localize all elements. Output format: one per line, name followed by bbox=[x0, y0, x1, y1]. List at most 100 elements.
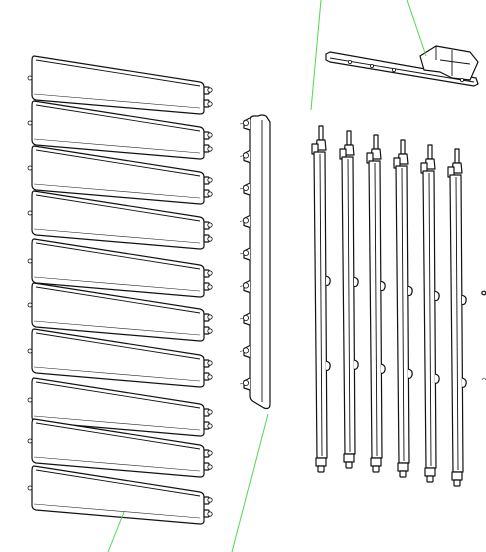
louver-blade bbox=[27, 238, 213, 298]
linkage-pin-head bbox=[242, 152, 249, 159]
rod-top-post bbox=[454, 148, 460, 164]
rod-mid-clip-upper bbox=[461, 294, 467, 306]
linkage-pin-head bbox=[242, 282, 249, 289]
blade-panel bbox=[31, 238, 205, 298]
rod-mid-clip-upper bbox=[325, 275, 331, 286]
rod-bottom-foot bbox=[345, 461, 353, 469]
rod-bottom-foot bbox=[317, 465, 325, 473]
blade-left-pivot bbox=[27, 485, 33, 491]
vertical-rod bbox=[366, 134, 386, 473]
blade-bottom-edge bbox=[33, 276, 201, 292]
blade-bottom-edge bbox=[33, 228, 201, 244]
vertical-rod bbox=[393, 139, 413, 478]
rod-top-post bbox=[400, 139, 406, 155]
rod-bottom-foot bbox=[399, 470, 407, 478]
linkage-pin-head bbox=[242, 217, 249, 224]
blade-panel bbox=[31, 55, 205, 115]
linkage-bar-body bbox=[249, 114, 271, 410]
leader-line bbox=[231, 413, 269, 552]
linkage-pin-tip bbox=[239, 317, 245, 320]
blade-top-edge bbox=[35, 104, 201, 132]
rod-bottom-cap bbox=[343, 453, 355, 463]
blade-top-edge bbox=[35, 469, 201, 497]
linkage-pin-head bbox=[242, 184, 249, 191]
linkage-pin bbox=[239, 149, 251, 164]
blade-pin-top bbox=[207, 87, 213, 93]
linkage-pin bbox=[239, 247, 251, 261]
edge-fragments bbox=[481, 290, 486, 381]
blade-bottom-edge bbox=[33, 456, 201, 472]
blade-pin-bottom bbox=[207, 146, 213, 152]
leader-line bbox=[310, 0, 322, 111]
rod-mid-clip-lower bbox=[353, 359, 359, 370]
blade-top-edge bbox=[35, 242, 201, 270]
blade-top-edge bbox=[35, 59, 201, 87]
linkage-pin bbox=[239, 214, 251, 229]
blade-panel bbox=[31, 418, 205, 478]
rod-bottom-cap bbox=[397, 462, 409, 472]
linkage-pin bbox=[239, 312, 251, 326]
rod-bottom-cap bbox=[424, 467, 436, 477]
linkage-bar bbox=[239, 114, 271, 410]
linkage-pin-head bbox=[242, 347, 249, 354]
blade-left-pivot bbox=[27, 120, 33, 126]
louver-blade bbox=[27, 100, 213, 160]
rod-top-post bbox=[346, 130, 352, 146]
blade-pin-top bbox=[207, 450, 213, 456]
vertical-rod bbox=[447, 148, 467, 487]
blade-bottom-edge bbox=[33, 138, 201, 154]
rod-top-post bbox=[318, 125, 324, 141]
linkage-pin bbox=[239, 117, 251, 131]
blade-panel bbox=[31, 377, 205, 437]
blade-panel bbox=[31, 465, 205, 525]
blade-left-pivot bbox=[27, 348, 33, 354]
blade-pin-top bbox=[207, 222, 213, 228]
blade-left-pivot bbox=[27, 75, 33, 81]
bracket-hole bbox=[369, 64, 374, 69]
rod-bottom-foot bbox=[453, 479, 461, 487]
louver-blade bbox=[27, 465, 213, 525]
blade-pin-bottom bbox=[207, 328, 213, 334]
bracket-rail bbox=[325, 51, 479, 87]
rod-mid-clip-upper bbox=[434, 290, 440, 302]
louver-blade bbox=[27, 55, 213, 115]
edge-clip-upper bbox=[481, 290, 486, 296]
blade-pin-top bbox=[207, 132, 213, 138]
leader-line bbox=[406, 0, 427, 57]
blade-bottom-edge bbox=[33, 183, 201, 199]
bracket-hole bbox=[459, 78, 464, 83]
rod-inner-edge bbox=[319, 153, 323, 457]
edge-clip-lower bbox=[481, 377, 486, 381]
linkage-pin-tip bbox=[239, 350, 245, 352]
linkage-pin-tip bbox=[239, 252, 245, 255]
louver-blade bbox=[27, 328, 213, 388]
bracket-hole bbox=[347, 60, 352, 65]
bracket-yoke bbox=[419, 45, 479, 81]
blade-panel bbox=[31, 328, 205, 388]
blade-bottom-edge bbox=[33, 366, 201, 382]
rod-inner-edge bbox=[428, 172, 432, 467]
leader-lines bbox=[107, 0, 427, 552]
rod-body bbox=[313, 151, 328, 459]
blade-pin-top bbox=[207, 270, 213, 276]
blade-pin-top bbox=[207, 360, 213, 366]
rod-mid-clip-lower bbox=[325, 360, 331, 371]
linkage-pin-tip bbox=[239, 285, 245, 287]
rod-bottom-cap bbox=[370, 457, 382, 467]
linkage-pin bbox=[239, 377, 251, 391]
linkage-pin bbox=[239, 279, 251, 294]
linkage-pin-tip bbox=[239, 122, 245, 125]
louver-blade bbox=[27, 377, 213, 437]
leader-line bbox=[107, 511, 125, 552]
blade-panel bbox=[31, 190, 205, 250]
blade-bottom-edge bbox=[33, 503, 201, 519]
blade-pin-bottom bbox=[207, 101, 213, 107]
vertical-rod bbox=[339, 130, 359, 469]
rod-inner-edge bbox=[347, 158, 351, 453]
rod-bottom-cap bbox=[451, 471, 463, 481]
louver-blade bbox=[27, 190, 213, 250]
blade-pin-bottom bbox=[207, 236, 213, 242]
bracket-rail-edge bbox=[329, 57, 475, 83]
vertical-rod bbox=[420, 144, 440, 483]
